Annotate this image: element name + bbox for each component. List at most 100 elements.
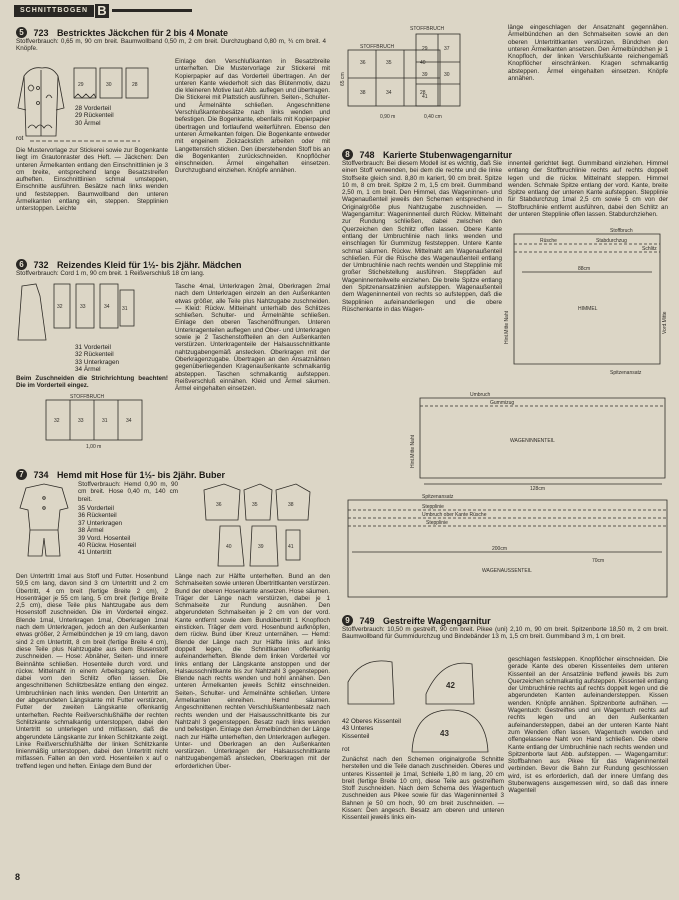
pattern-code: 732 — [33, 259, 49, 270]
diagram-label: WAGENAUSSENTEIL — [482, 568, 532, 574]
pattern-code: 734 — [33, 469, 49, 480]
pattern-code: 748 — [359, 149, 375, 160]
parts-list: 35 Vorderteil 36 Rückenteil 37 Unterkrag… — [78, 505, 158, 557]
svg-text:30: 30 — [106, 82, 112, 88]
fabric-height: 65 cm — [340, 72, 346, 86]
part-item: 31 Vorderteil — [75, 344, 111, 351]
section-number-badge: 5 — [16, 27, 27, 39]
instruction-text: Länge nach zur Hälfte unterheften. Bund … — [175, 573, 330, 770]
diagram-label: Vord.Mitte — [662, 311, 668, 334]
section-749-heading: 9 749 Gestreifte Wagengarnitur — [342, 612, 662, 630]
diagram-label: Umbruch — [470, 392, 491, 398]
section-number-badge: 6 — [16, 259, 27, 271]
diagram-label: Spitzenansatz — [610, 370, 642, 376]
svg-text:39: 39 — [258, 544, 264, 550]
diagram-label: Gummizug — [490, 400, 514, 406]
svg-text:40: 40 — [226, 544, 232, 550]
stoffbruch-label: STOFFBRUCH — [70, 394, 104, 400]
stoffbruch-label: STOFFBRUCH — [410, 26, 444, 32]
note-text: Beim Zuschneiden die Strichrichtung beac… — [16, 375, 168, 390]
diagram-label: 88cm — [578, 266, 590, 272]
svg-text:39: 39 — [422, 72, 428, 78]
svg-text:38: 38 — [288, 502, 294, 508]
section-number-badge: 7 — [16, 469, 27, 481]
shirt-pants-pattern-pieces: 36 35 38 40 39 41 — [203, 483, 311, 567]
part-item: 39 Vord. Hosenteil — [78, 534, 131, 542]
page-number: 8 — [15, 872, 21, 882]
section-number-badge: 8 — [342, 149, 353, 161]
section-number-badge: 9 — [342, 615, 353, 627]
part-item: 36 Rückenteil — [78, 512, 117, 520]
wageninnenteil-diagram: Umbruch Gummizug WAGENINNENTEIL 128cm Hi… — [410, 392, 666, 492]
rot-line — [30, 140, 140, 142]
svg-text:33: 33 — [78, 418, 84, 424]
part-item: 34 Ärmel — [75, 366, 101, 374]
diagram-label: Stoffbruch — [610, 228, 633, 234]
header-rule — [112, 9, 192, 12]
part-item: 35 Vorderteil — [78, 505, 114, 512]
svg-text:34: 34 — [126, 418, 132, 424]
pattern-code: 723 — [33, 27, 49, 38]
section-748-heading: 8 748 Karierte Stubenwagengarnitur — [342, 146, 662, 164]
diagram-label: Rüsche — [540, 238, 557, 244]
part-item: 37 Unterkragen — [78, 519, 123, 527]
svg-text:29: 29 — [78, 82, 84, 88]
part-item: 40 Rückw. Hosenteil — [78, 542, 136, 550]
diagram-label: Umbruch ober Kante Rüsche — [422, 512, 487, 518]
color-key: rot — [342, 746, 350, 753]
jacket-sketch: 29 30 28 — [17, 67, 149, 137]
diagram-label: 200cm — [492, 546, 507, 552]
svg-text:41: 41 — [288, 544, 294, 550]
instruction-text: Den Untertritt 1mal aus Stoff und Futter… — [16, 573, 168, 770]
page-header: SCHNITTBOGEN B — [14, 4, 109, 18]
svg-text:41: 41 — [422, 94, 428, 100]
svg-text:43: 43 — [440, 729, 449, 738]
diagram-label: Spitzenansatz — [422, 494, 454, 500]
diagram-label: Hint.Mitte Naht — [504, 310, 510, 344]
himmel-diagram: Stoffbruch Rüsche Stabdurchzug Schlitz 8… — [504, 228, 668, 376]
svg-text:29: 29 — [422, 46, 428, 52]
diagram-label: Stepplinie — [426, 520, 448, 526]
svg-text:40: 40 — [420, 60, 426, 66]
supply-text: Stoffverbrauch: 0,65 m, 90 cm breit. Bau… — [16, 38, 326, 53]
svg-text:32: 32 — [57, 304, 63, 310]
svg-text:35: 35 — [252, 502, 258, 508]
instruction-text: länge eingeschlagen der Ansatznaht gegen… — [508, 24, 668, 83]
diagram-label: 128cm — [530, 486, 545, 492]
instruction-text: Stoffverbrauch: Bei diesem Modell ist es… — [342, 160, 502, 313]
instruction-text: Einlage den Verschlußkanten in Besatzbre… — [175, 58, 330, 175]
section-732-heading: 6 732 Reizendes Kleid für 1½- bis 2jähr.… — [16, 256, 336, 274]
svg-text:31: 31 — [102, 418, 108, 424]
svg-text:30: 30 — [444, 72, 450, 78]
parts-list: 42 Oberes Kissenteil 43 Unteres Kissente… — [342, 718, 402, 740]
diagram-label: Stabdurchzug — [596, 238, 627, 244]
wagenaussenteil-diagram: Spitzenansatz Stepplinie Umbruch ober Ka… — [347, 494, 668, 598]
svg-text:36: 36 — [360, 60, 366, 66]
stoffbruch-label: STOFFBRUCH — [360, 44, 394, 50]
svg-text:32: 32 — [54, 418, 60, 424]
color-key: rot — [16, 135, 24, 142]
diagram-label: HIMMEL — [578, 306, 598, 312]
section-723-heading: 5 723 Bestricktes Jäckchen für 2 bis 4 M… — [16, 24, 336, 42]
section-title: Hemd mit Hose für 1½- bis 2jähr. Buber — [56, 469, 225, 480]
pillow-pattern-pieces: 42 43 — [347, 660, 489, 753]
svg-text:31: 31 — [122, 306, 128, 312]
pattern-code: 749 — [359, 615, 375, 626]
header-label: SCHNITTBOGEN — [14, 5, 94, 17]
section-title: Karierte Stubenwagengarnitur — [382, 149, 512, 160]
svg-text:35: 35 — [386, 60, 392, 66]
instruction-text: geschlagen festsleppen. Knopflöcher eins… — [508, 656, 668, 795]
section-title: Reizendes Kleid für 1½- bis 2jähr. Mädch… — [56, 259, 242, 270]
part-item: 42 Oberes Kissenteil — [342, 718, 401, 725]
section-title: Gestreifte Wagengarnitur — [382, 615, 491, 626]
header-letter: B — [95, 4, 109, 18]
part-item: 29 Rückenteil — [75, 112, 114, 120]
part-item: 33 Unterkragen — [75, 358, 120, 366]
svg-text:34: 34 — [104, 304, 110, 310]
diagram-label: Stepplinie — [422, 504, 444, 510]
svg-text:37: 37 — [444, 46, 450, 52]
part-item: 28 Vorderteil — [75, 105, 111, 112]
